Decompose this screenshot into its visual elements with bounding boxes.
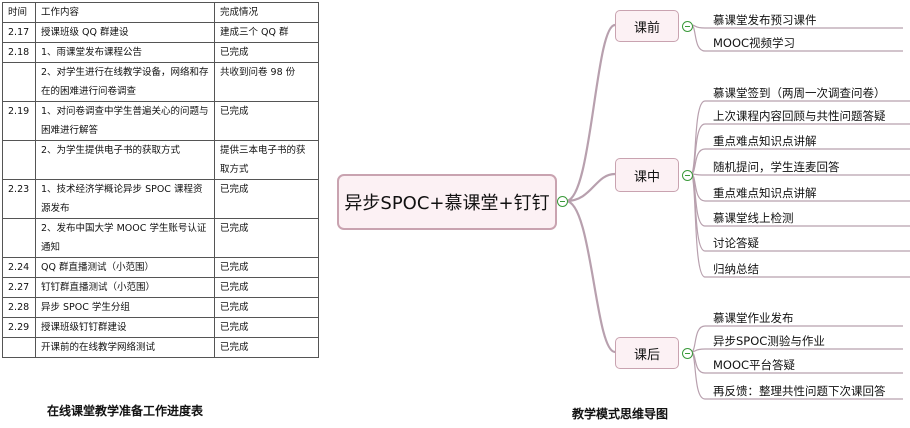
table-cell: 共收到问卷 98 份	[214, 62, 319, 102]
leaf-connector	[690, 173, 910, 278]
table-row: 2、发布中国大学 MOOC 学生账号认证通知已完成	[2, 218, 319, 258]
mindmap-leaf: 慕课堂发布预习课件	[713, 13, 817, 27]
mindmap-leaf: 异步SPOC测验与作业	[713, 334, 825, 348]
mindmap-leaf: 讨论答疑	[713, 236, 759, 250]
branch-node-in-class: 课中	[615, 158, 679, 192]
collapse-icon-after-class[interactable]	[682, 348, 693, 359]
leaf-connector	[690, 348, 903, 353]
table-row: 开课前的在线教学网络测试已完成	[2, 337, 319, 358]
mindmap-leaf: 归纳总结	[713, 262, 759, 276]
table-cell: 2.23	[2, 179, 36, 219]
mindmap-leaf: 重点难点知识点讲解	[713, 186, 817, 200]
branch-connector	[565, 23, 616, 203]
table-cell: 已完成	[214, 317, 319, 338]
collapse-icon-before-class[interactable]	[682, 21, 693, 32]
collapse-icon-in-class[interactable]	[682, 170, 693, 181]
mindmap-leaf: 再反馈：整理共性问题下次课回答	[713, 384, 886, 398]
table-cell: 已完成	[214, 218, 319, 258]
table-header-row: 时间工作内容完成情况	[2, 2, 319, 23]
collapse-icon-center[interactable]	[557, 196, 568, 207]
mindmap-leaf: 上次课程内容回顾与共性问题答疑	[713, 109, 886, 123]
table-cell: 已完成	[214, 101, 319, 141]
mindmap-caption: 教学模式思维导图	[572, 407, 669, 421]
mindmap-leaf: 随机提问，学生连麦回答	[713, 160, 840, 174]
mindmap-leaf: MOOC平台答疑	[713, 358, 796, 372]
mindmap-leaf: 慕课堂作业发布	[713, 311, 794, 325]
table-row: 2、为学生提供电子书的获取方式提供三本电子书的获取方式	[2, 140, 319, 180]
table-cell: 2、对学生进行在线教学设备，网络和存在的困难进行问卷调查	[35, 62, 215, 102]
mindmap-leaf: 重点难点知识点讲解	[713, 134, 817, 148]
table-cell: 已完成	[214, 337, 319, 358]
table-row: 2、对学生进行在线教学设备，网络和存在的困难进行问卷调查共收到问卷 98 份	[2, 62, 319, 102]
mindmap-leaf: 慕课堂线上检测	[713, 211, 794, 225]
table-cell: 开课前的在线教学网络测试	[35, 337, 215, 358]
table-cell: 2、为学生提供电子书的获取方式	[35, 140, 215, 180]
progress-table-caption: 在线课堂教学准备工作进度表	[47, 404, 204, 418]
branch-connector	[565, 199, 616, 354]
leaf-connector	[690, 173, 910, 176]
table-cell: 1、技术经济学概论异步 SPOC 课程资源发布	[35, 179, 215, 219]
branch-node-before-class: 课前	[615, 10, 679, 42]
mindmap-leaf: 慕课堂签到（两周一次调查问卷）	[713, 86, 886, 100]
mindmap-leaf: MOOC视频学习	[713, 36, 796, 50]
branch-node-after-class: 课后	[615, 337, 679, 369]
branch-connector	[565, 172, 616, 203]
mindmap-central-node: 异步SPOC+慕课堂+钉钉	[337, 174, 557, 230]
